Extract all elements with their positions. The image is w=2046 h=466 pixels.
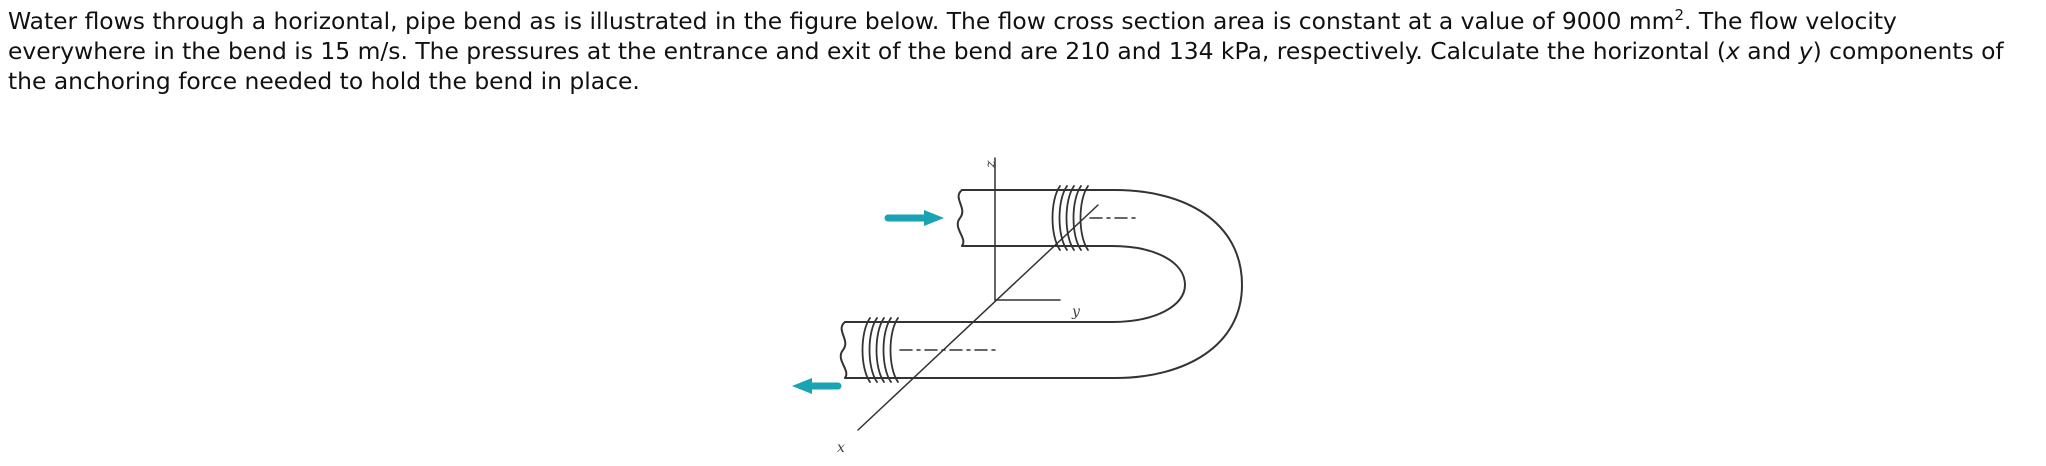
axis-label-x: x: [837, 440, 845, 456]
inlet-flange: [1051, 185, 1089, 251]
axis-label-y: y: [1071, 304, 1081, 320]
problem-text-1: Water flows through a horizontal, pipe b…: [8, 7, 1675, 35]
pipe-bend-outer-wall: [874, 189, 1244, 379]
axis-label-z: z: [983, 160, 999, 169]
problem-text-4: ) components of the anchoring force need…: [8, 37, 2004, 95]
outflow-arrow-icon: [792, 378, 842, 394]
inflow-arrow-icon: [884, 210, 944, 226]
var-x: x: [1726, 37, 1740, 65]
inlet-break-end: [956, 189, 965, 247]
outlet-break-end: [839, 321, 848, 379]
var-y: y: [1798, 37, 1813, 65]
superscript-2: 2: [1674, 6, 1684, 24]
problem-statement: Water flows through a horizontal, pipe b…: [8, 6, 2038, 96]
x-axis: [857, 204, 1099, 431]
problem-text-3: and: [1739, 37, 1799, 65]
pipe-bend-inner-wall: [874, 245, 1187, 323]
problem-text-2: . The flow velocity everywhere in the be…: [8, 7, 1897, 65]
outlet-flange: [861, 317, 899, 383]
